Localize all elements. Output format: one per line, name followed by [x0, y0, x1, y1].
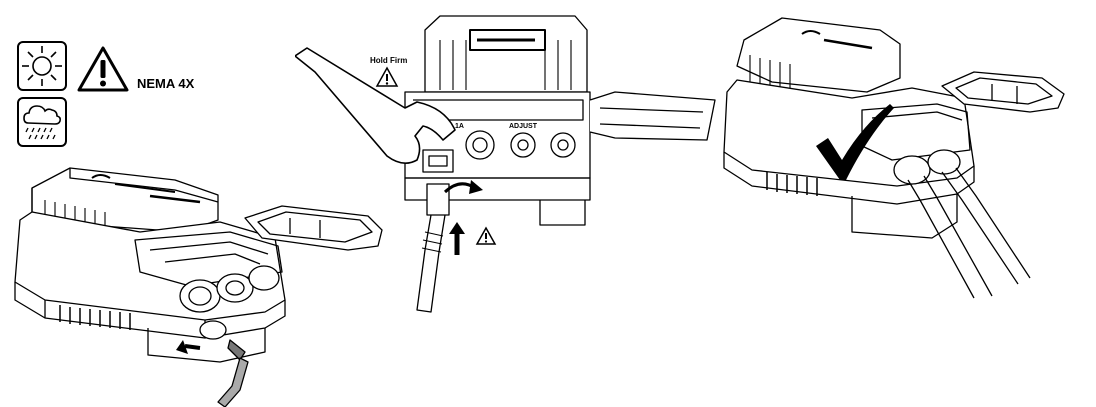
completed-illustration — [723, 17, 1065, 299]
warning-icon — [77, 46, 129, 92]
terminal-label-1a: 1A — [455, 123, 464, 130]
hold-firm-warning-icon — [375, 66, 399, 87]
hold-firm-label: Hold Firm — [370, 56, 408, 65]
sun-icon — [17, 41, 67, 91]
step-1-panel: NEMA 4X — [0, 0, 390, 407]
tightening-illustration: 1A ADJUST — [295, 15, 716, 313]
step-2-panel: 1A ADJUST Hold Firm — [295, 0, 720, 407]
checkmark-icon — [816, 104, 894, 180]
actuator-illustration — [14, 167, 383, 407]
cable-warning-icon — [475, 226, 497, 245]
nema-rating-label: NEMA 4X — [137, 76, 195, 91]
step-3-panel — [712, 0, 1096, 407]
rain-cloud-icon — [17, 97, 67, 147]
terminal-label-adjust: ADJUST — [509, 123, 538, 130]
